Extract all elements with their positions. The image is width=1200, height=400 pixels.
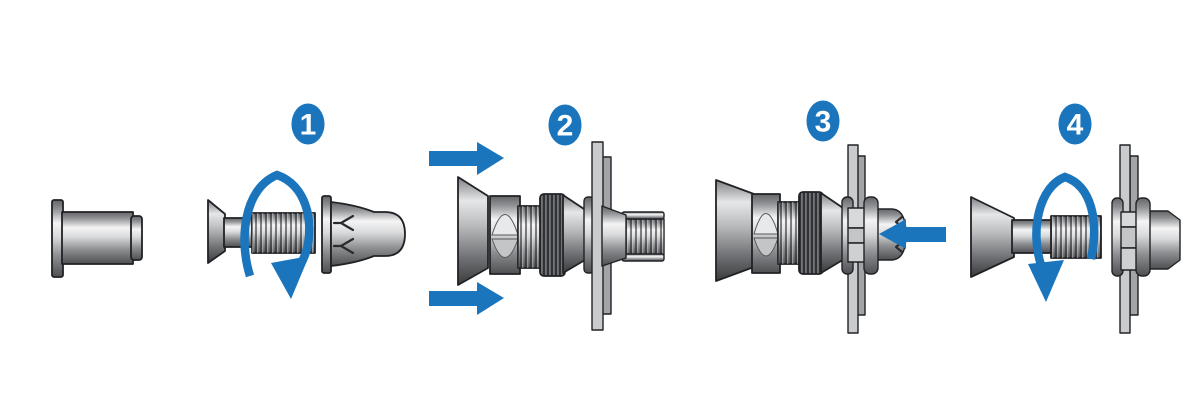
step-1-group: 1 bbox=[207, 103, 406, 299]
rotate-arrowhead-icon bbox=[1028, 260, 1064, 302]
tool-thread-texture bbox=[778, 202, 801, 264]
tool-head bbox=[970, 196, 1015, 278]
tool-cone bbox=[715, 179, 755, 282]
nut-body bbox=[330, 201, 406, 267]
step-2-badge-circle bbox=[548, 104, 582, 146]
nut-knurl-chevron-icon bbox=[332, 237, 355, 255]
insert-body bbox=[61, 211, 134, 265]
tool-knurl-ring bbox=[539, 193, 566, 277]
nut-shoulder bbox=[601, 205, 627, 267]
nut-shell-top bbox=[621, 211, 665, 220]
arrow-shaft bbox=[904, 227, 946, 242]
step-1-badge-circle bbox=[291, 103, 325, 145]
arrow-shaft bbox=[429, 151, 477, 166]
tool-thread-texture bbox=[518, 206, 542, 268]
step-4-badge-circle bbox=[1058, 103, 1092, 145]
step-2-number: 2 bbox=[557, 110, 574, 143]
nut-shell-bottom bbox=[621, 253, 665, 262]
nut-bulge bbox=[863, 196, 879, 275]
step-1-number: 1 bbox=[300, 109, 317, 142]
nut-flange bbox=[321, 195, 332, 274]
rivet-nut-insert bbox=[51, 199, 143, 278]
step-3-badge: 3 bbox=[806, 100, 840, 142]
arrow-head bbox=[477, 282, 504, 315]
arrow-head bbox=[879, 219, 906, 249]
step-1-badge: 1 bbox=[291, 103, 325, 145]
insert-tip bbox=[130, 215, 143, 261]
step-4-number: 4 bbox=[1067, 109, 1084, 142]
nut-bulge bbox=[1135, 197, 1151, 277]
insert-arrow-bottom-icon bbox=[429, 282, 504, 315]
step-2-group: 2 bbox=[429, 104, 665, 331]
step-3-number: 3 bbox=[815, 106, 832, 139]
tool-knurl-ring bbox=[798, 191, 824, 275]
step-2-badge: 2 bbox=[548, 104, 582, 146]
step-4-badge: 4 bbox=[1058, 103, 1092, 145]
nut-knurl-chevron-icon bbox=[332, 214, 355, 232]
rotate-arrowhead-icon bbox=[271, 256, 309, 299]
arrow-head bbox=[477, 142, 504, 175]
insert-arrow-top-icon bbox=[429, 142, 504, 175]
tool-head bbox=[207, 199, 226, 264]
arrow-shaft bbox=[429, 291, 477, 306]
pull-arrow-icon bbox=[879, 219, 946, 249]
step-4-group: 4 bbox=[970, 103, 1181, 334]
tool-cone bbox=[457, 176, 489, 286]
step-3-group: 3 bbox=[715, 100, 946, 334]
step-3-badge-circle bbox=[806, 100, 840, 142]
